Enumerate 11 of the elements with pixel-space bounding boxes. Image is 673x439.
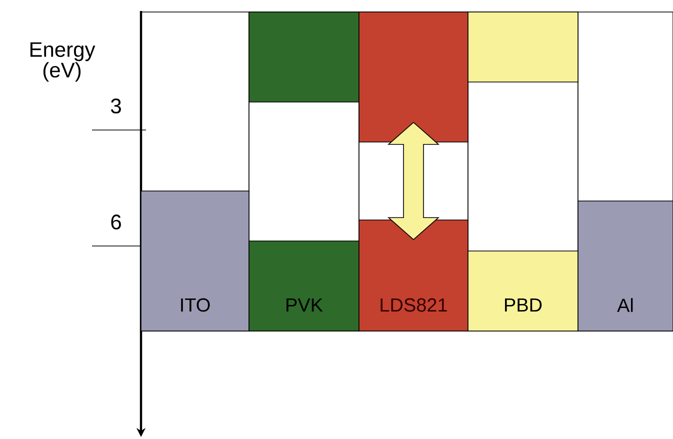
energy-band: LDS821: [358, 220, 468, 332]
tick-label: 3: [110, 98, 121, 114]
tick-label: 6: [111, 214, 121, 230]
energy-band: [248, 12, 360, 102]
energy-band: [358, 12, 468, 142]
energy-band: PBD: [468, 250, 578, 332]
energy-band: PVK: [248, 240, 360, 332]
energy-band: [468, 12, 578, 82]
axis-title: Energy (eV): [30, 42, 96, 82]
energy-band: Al: [578, 200, 673, 332]
energy-band: ITO: [140, 190, 250, 332]
